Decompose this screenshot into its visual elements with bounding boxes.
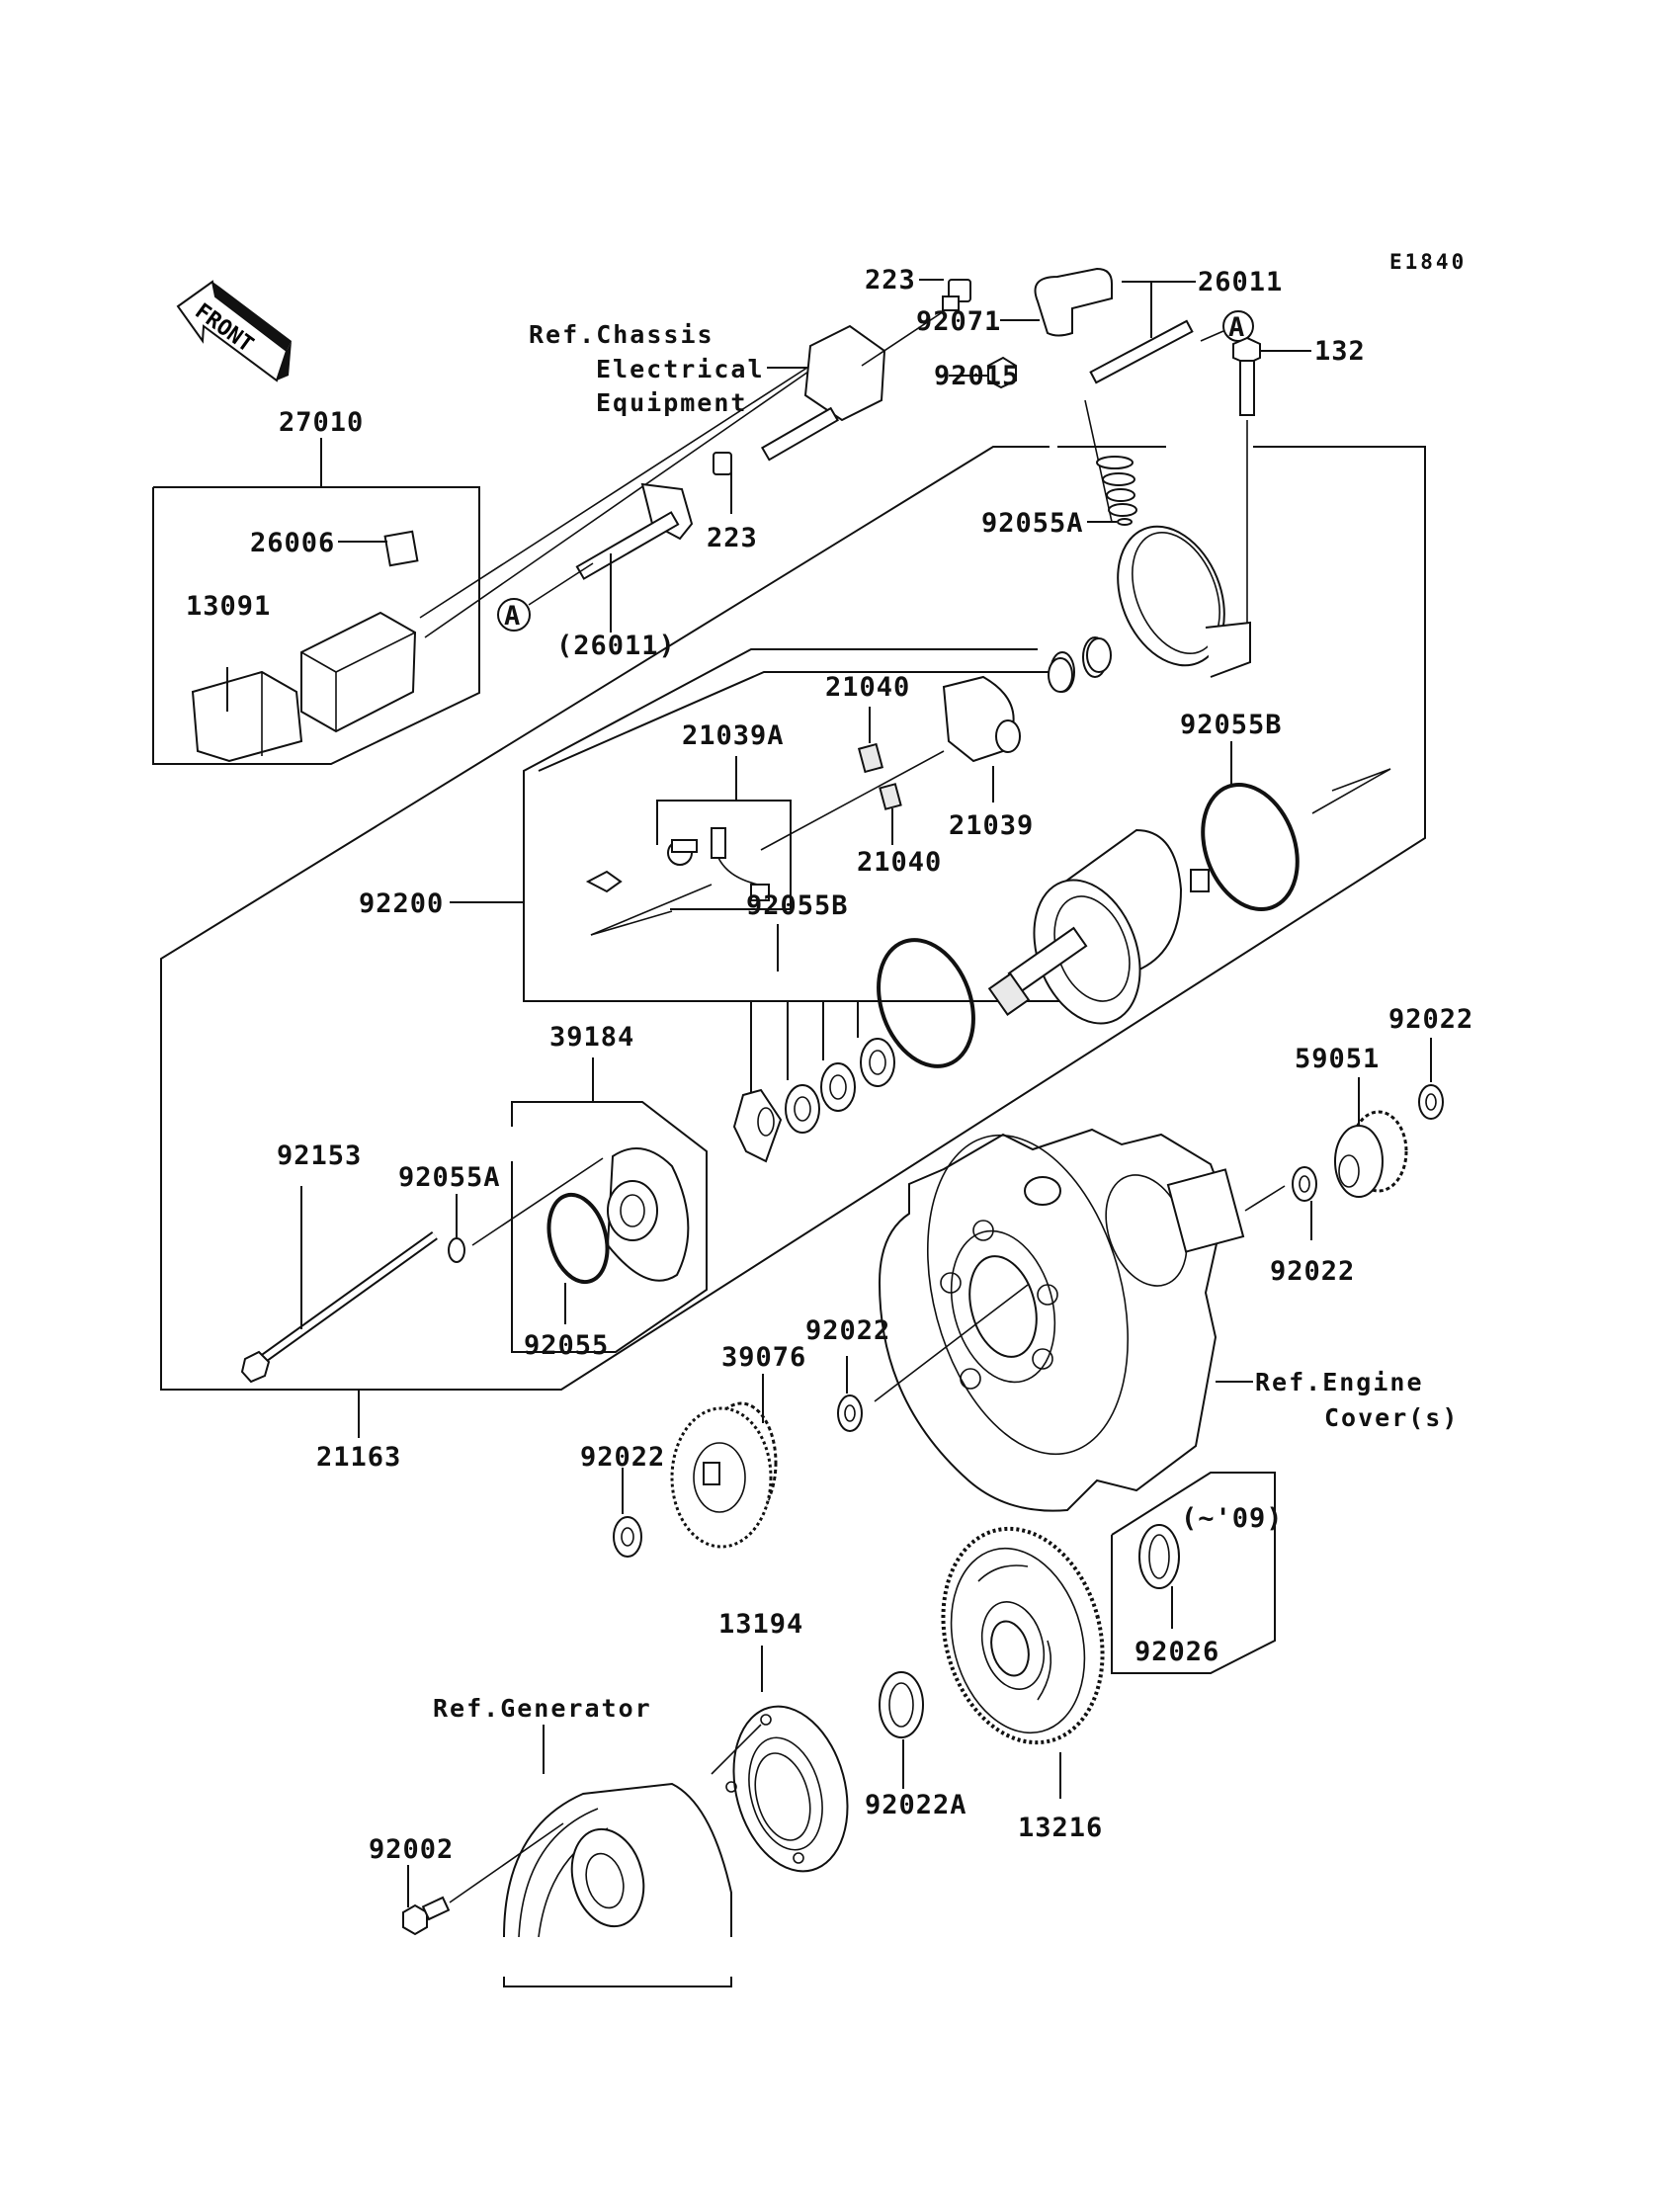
washer-92022-right-top[interactable]: 92022 bbox=[1388, 1004, 1473, 1120]
ref-engine-line1: Ref.Engine bbox=[1255, 1368, 1424, 1396]
washer-row[interactable] bbox=[732, 1001, 895, 1163]
part-label-13216[interactable]: 13216 bbox=[1018, 1813, 1103, 1843]
o-ring-92055B-mid[interactable]: 92055B bbox=[746, 890, 990, 1079]
ref-chassis-line2: Electrical bbox=[596, 355, 765, 383]
ref-chassis-line1: Ref.Chassis bbox=[529, 320, 714, 349]
part-label-21163[interactable]: 21163 bbox=[316, 1442, 401, 1473]
part-label-92200[interactable]: 92200 bbox=[359, 888, 444, 919]
washer-small-b[interactable] bbox=[1086, 637, 1112, 673]
part-label-223-mid[interactable]: 223 bbox=[707, 523, 758, 553]
washer-92022A[interactable]: 92022A bbox=[865, 1671, 967, 1820]
front-cover-group-39184: 39184 92055 bbox=[471, 1022, 708, 1361]
cable-26011-lower[interactable]: (26011) A bbox=[497, 482, 694, 661]
part-label-26006[interactable]: 26006 bbox=[250, 528, 335, 558]
bolt-223-top[interactable]: 223 bbox=[861, 265, 971, 367]
fuse-26006[interactable] bbox=[383, 530, 419, 567]
one-way-clutch-13194[interactable]: 13194 bbox=[711, 1609, 865, 1884]
o-ring-92055A-low[interactable]: 92055A bbox=[398, 1162, 501, 1263]
part-label-92022-right-top[interactable]: 92022 bbox=[1388, 1004, 1473, 1035]
part-label-27010[interactable]: 27010 bbox=[279, 407, 364, 438]
brush-holder-21039A[interactable]: 21039A bbox=[585, 720, 792, 936]
part-label-92002[interactable]: 92002 bbox=[369, 1834, 454, 1865]
part-label-13194[interactable]: 13194 bbox=[718, 1609, 803, 1640]
part-label-92055A-low[interactable]: 92055A bbox=[398, 1162, 501, 1193]
gear-59051[interactable]: 59051 bbox=[1295, 1044, 1408, 1198]
part-label-39076[interactable]: 39076 bbox=[721, 1342, 806, 1373]
bolt-92002[interactable]: 92002 bbox=[369, 1822, 564, 1936]
part-label-59051[interactable]: 59051 bbox=[1295, 1044, 1380, 1074]
part-label-21040-a[interactable]: 21040 bbox=[825, 672, 910, 703]
spring-21040-b[interactable]: 21040 bbox=[857, 783, 942, 878]
washer-small-a[interactable] bbox=[1048, 657, 1073, 693]
part-label-92055[interactable]: 92055 bbox=[524, 1330, 609, 1361]
ref-engine-line2: Cover(s) bbox=[1324, 1403, 1459, 1432]
part-label-223-top[interactable]: 223 bbox=[865, 265, 916, 296]
relay-body[interactable] bbox=[300, 611, 417, 733]
cable-26011-top[interactable]: 26011 A bbox=[1089, 267, 1284, 384]
part-label-92022-right-low[interactable]: 92022 bbox=[1270, 1256, 1355, 1287]
oil-seal-92026[interactable] bbox=[1138, 1524, 1180, 1589]
part-label-92055B-right[interactable]: 92055B bbox=[1180, 710, 1283, 740]
marker-a-upper-label: A bbox=[1228, 312, 1245, 343]
relay-assembly-group: 27010 26006 13091 bbox=[152, 407, 480, 765]
starter-motor-group-21163: 21163 bbox=[160, 446, 1426, 1473]
year-note: (~'09) bbox=[1181, 1503, 1284, 1534]
chassis-connector[interactable] bbox=[803, 324, 886, 422]
part-label-26011-top[interactable]: 26011 bbox=[1198, 267, 1283, 297]
washer-92022-right-low[interactable]: 92022 bbox=[1244, 1166, 1355, 1287]
idle-gear-39076[interactable]: 39076 bbox=[670, 1342, 806, 1549]
part-label-92071[interactable]: 92071 bbox=[916, 306, 1001, 337]
generator-rotor[interactable] bbox=[474, 1725, 791, 1987]
ref-generator: Ref.Generator bbox=[433, 1694, 652, 1723]
part-label-21040-b[interactable]: 21040 bbox=[857, 847, 942, 878]
clutch-gear-13216[interactable]: 13216 bbox=[920, 1511, 1126, 1843]
armature[interactable] bbox=[987, 828, 1210, 1039]
cap-92071[interactable]: 92071 bbox=[916, 267, 1113, 337]
part-label-92022-center[interactable]: 92022 bbox=[805, 1315, 890, 1346]
brush-plate-21039[interactable]: 21039 bbox=[760, 675, 1034, 851]
part-label-92022A[interactable]: 92022A bbox=[865, 1790, 967, 1820]
part-label-21039A[interactable]: 21039A bbox=[682, 720, 785, 751]
part-label-92022-left[interactable]: 92022 bbox=[580, 1442, 665, 1473]
spring-21040-a[interactable]: 21040 bbox=[825, 672, 910, 774]
bolt-132[interactable]: 132 bbox=[1232, 336, 1366, 633]
part-label-92153[interactable]: 92153 bbox=[277, 1141, 362, 1171]
part-label-92015[interactable]: 92015 bbox=[934, 361, 1019, 391]
engine-cover[interactable] bbox=[878, 1113, 1253, 1512]
part-label-13091[interactable]: 13091 bbox=[186, 591, 271, 622]
part-label-92055B-mid[interactable]: 92055B bbox=[746, 890, 849, 921]
brush-assembly-group-92200: 92200 bbox=[359, 648, 1077, 1002]
ref-chassis-line3: Equipment bbox=[596, 388, 747, 417]
through-bolt-92153[interactable]: 92153 bbox=[240, 1141, 438, 1384]
diagram-code: E1840 bbox=[1389, 250, 1467, 274]
relay-cover-13091[interactable] bbox=[191, 670, 303, 763]
o-ring-92055[interactable] bbox=[540, 1188, 616, 1288]
part-label-132[interactable]: 132 bbox=[1314, 336, 1366, 367]
o-ring-92055B-right[interactable]: 92055B bbox=[1180, 710, 1391, 922]
part-label-26011-paren[interactable]: (26011) bbox=[556, 631, 676, 661]
washer-stack-92055A[interactable]: 92055A bbox=[981, 399, 1137, 539]
marker-a-lower-label: A bbox=[504, 601, 521, 632]
front-arrow-icon: FRONT bbox=[176, 280, 292, 382]
washer-92022-center[interactable]: 92022 bbox=[805, 1284, 1029, 1432]
nut-92015[interactable]: 92015 bbox=[934, 356, 1019, 391]
ref-chassis-electrical: Ref.Chassis Electrical Equipment bbox=[529, 320, 886, 462]
marker-a-lower bbox=[497, 598, 531, 632]
part-label-21039[interactable]: 21039 bbox=[949, 810, 1034, 841]
bolt-223-mid[interactable]: 223 bbox=[707, 452, 758, 553]
washer-92022-left[interactable]: 92022 bbox=[580, 1442, 665, 1558]
part-label-92026[interactable]: 92026 bbox=[1134, 1637, 1219, 1667]
seal-group-92026: (~'09) 92026 bbox=[1111, 1472, 1284, 1674]
part-label-39184[interactable]: 39184 bbox=[549, 1022, 634, 1053]
part-label-92055A-top[interactable]: 92055A bbox=[981, 508, 1084, 539]
